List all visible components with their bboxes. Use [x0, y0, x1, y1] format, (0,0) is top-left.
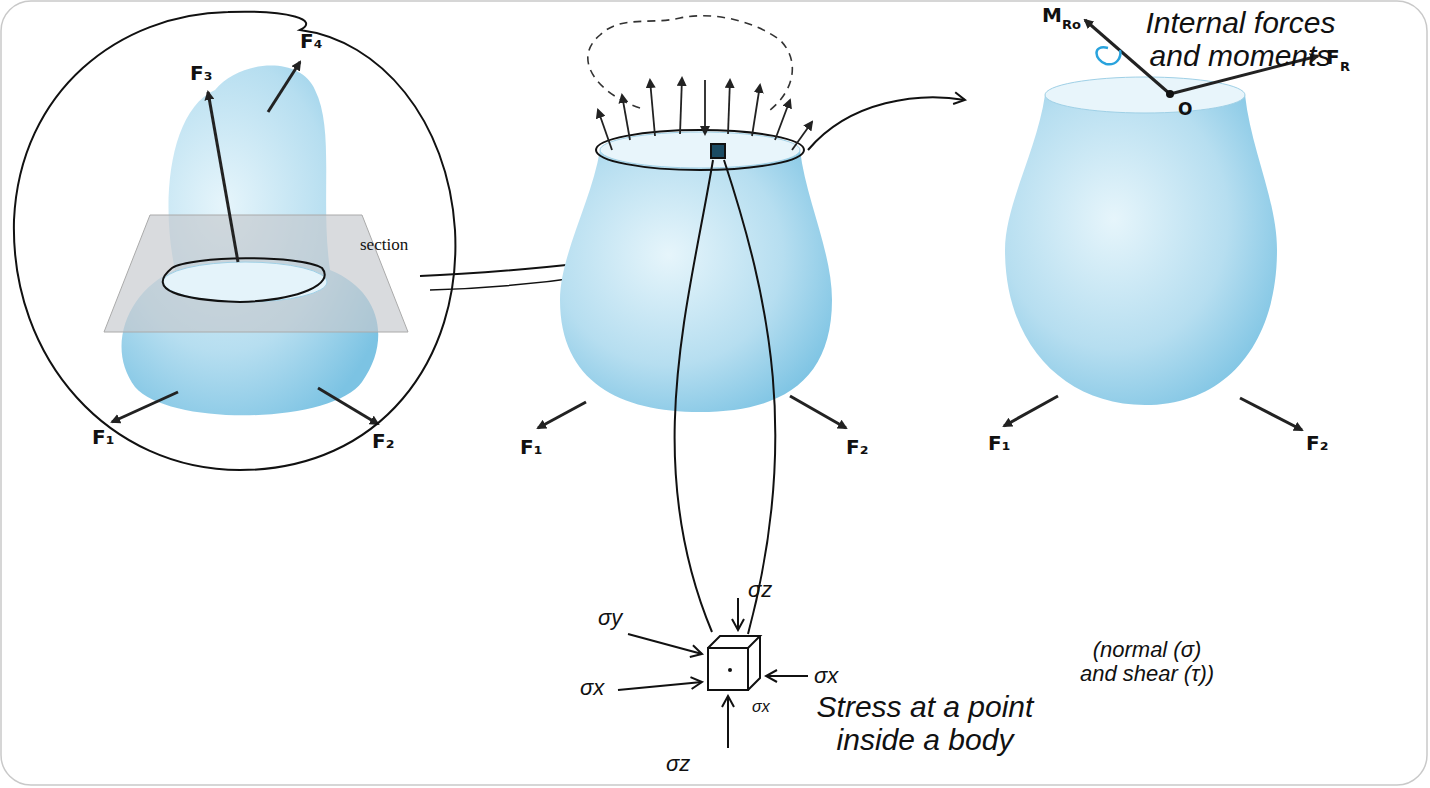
force-label: F₂: [372, 430, 394, 452]
stress-label: σx: [752, 698, 770, 716]
force-label: F₄: [300, 30, 322, 52]
stress-label: σx: [814, 664, 838, 688]
moment-label: M: [1042, 4, 1062, 26]
force-subscript: R: [1340, 60, 1350, 74]
force-label: F₁: [520, 436, 542, 458]
stress-label: σz: [666, 752, 690, 776]
section-label: section: [360, 236, 408, 255]
force-label: F: [1326, 46, 1340, 68]
force-label: F₂: [846, 436, 868, 458]
point-label: O: [1178, 100, 1192, 119]
moment-subscript: Ro: [1062, 18, 1081, 32]
force-label: F₁: [988, 432, 1010, 454]
handwritten-note: Internal forces and moments: [1128, 6, 1353, 72]
stress-label: σz: [748, 578, 772, 602]
stress-label: σy: [598, 606, 622, 630]
force-label: F₂: [1306, 432, 1328, 454]
stress-label: σx: [580, 676, 604, 700]
force-label: F₁: [92, 426, 114, 448]
handwritten-note: (normal (σ) and shear (τ)): [1072, 638, 1222, 686]
handwritten-note: Stress at a point inside a body: [790, 690, 1060, 756]
force-label: F₃: [190, 62, 212, 84]
